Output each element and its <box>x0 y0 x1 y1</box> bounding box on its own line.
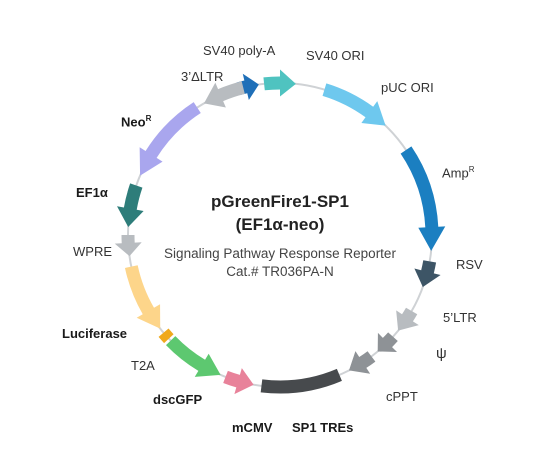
feature-arrow-sp1-tres <box>260 368 342 394</box>
feature-arrow-luciferase <box>124 265 161 329</box>
label-5ltr: 5’LTR <box>443 310 477 325</box>
plasmid-name: pGreenFire1-SP1 <box>211 192 349 211</box>
label-sp1-tres: SP1 TREs <box>292 420 354 435</box>
feature-arrow-sv40-ori <box>263 69 296 97</box>
feature-arrow-rsv <box>414 260 441 287</box>
feature-arrow-dscgfp <box>165 336 221 377</box>
label-rsv: RSV <box>456 257 483 272</box>
label-sv40-polya: SV40 poly-A <box>203 43 276 58</box>
label-sv40-ori: SV40 ORI <box>306 48 365 63</box>
feature-arrow-mcmv <box>223 368 254 395</box>
label-neor: NeoR <box>121 114 152 130</box>
label-mcmv: mCMV <box>232 420 273 435</box>
feature-arrow-cppt <box>349 351 376 374</box>
label-psi: ψ <box>436 345 447 362</box>
label-ef1a: EF1α <box>76 185 108 200</box>
label-cppt: cPPT <box>386 389 418 404</box>
plasmid-catalog: Cat.# TR036PA-N <box>226 263 334 279</box>
feature-arrow-psi <box>377 332 398 353</box>
label-3ltr: 3’ΔLTR <box>181 69 224 84</box>
feature-arrow-neor <box>139 102 201 176</box>
feature-arrow-puc-ori <box>322 83 386 126</box>
feature-arrow-3ltr <box>204 81 245 108</box>
label-luciferase: Luciferase <box>62 326 128 341</box>
label-puc-ori: pUC ORI <box>381 80 434 95</box>
feature-arrow-5ltr <box>396 307 419 331</box>
plasmid-promoter: (EF1α-neo) <box>235 214 325 234</box>
feature-arrow-ampr <box>400 146 446 251</box>
label-wpre: WPRE <box>73 244 112 259</box>
label-ampr: AmpR <box>442 165 475 181</box>
label-dscgfp: dscGFP <box>153 392 203 407</box>
feature-arrow-wpre <box>114 235 142 257</box>
plasmid-description: Signaling Pathway Response Reporter <box>164 246 396 262</box>
feature-arrow-t2a <box>158 328 174 344</box>
plasmid-center-text: pGreenFire1-SP1 (EF1α-neo) Signaling Pat… <box>164 192 396 279</box>
feature-arrow-ef1a <box>117 183 144 228</box>
label-t2a: T2A <box>131 358 155 373</box>
